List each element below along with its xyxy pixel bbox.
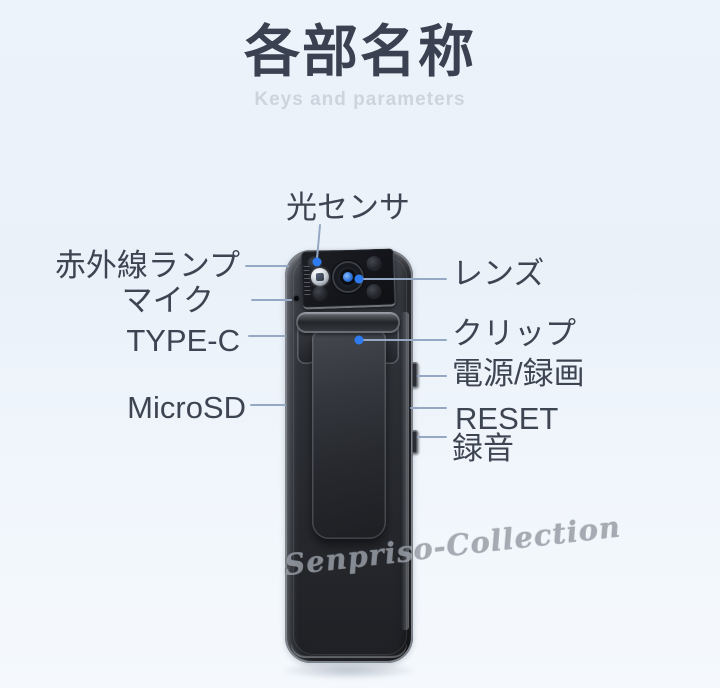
device-bottom-rim xyxy=(291,644,407,658)
label-audio-record: 録音 xyxy=(452,431,514,466)
microphone-hole xyxy=(294,296,299,301)
device-shadow xyxy=(282,662,416,679)
label-microphone: マイク xyxy=(121,283,214,318)
camera-lens xyxy=(331,260,365,294)
infrared-led xyxy=(366,255,382,272)
infrared-led xyxy=(312,285,328,302)
infrared-led xyxy=(366,283,382,300)
side-rail xyxy=(401,312,409,630)
label-lens: レンズ xyxy=(452,256,545,291)
label-micro-sd-slot: MicroSD xyxy=(127,390,246,425)
label-clip: クリップ xyxy=(452,316,576,351)
audio-record-button xyxy=(411,430,418,454)
camera-lens-ring xyxy=(337,266,359,288)
page-subtitle: Keys and parameters xyxy=(254,89,466,110)
power-record-button xyxy=(411,362,418,388)
camera-module xyxy=(301,248,396,310)
camera-lens-glint xyxy=(342,271,354,283)
label-power-record: 電源/録画 xyxy=(452,356,585,391)
label-light-sensor: 光センサ xyxy=(286,190,410,225)
label-type-c-port: TYPE-C xyxy=(126,323,240,358)
module-grill xyxy=(303,265,311,297)
clip-bar xyxy=(296,312,400,333)
label-reset: RESET xyxy=(455,401,559,436)
infrared-lamp xyxy=(310,267,330,287)
back-clip xyxy=(312,330,386,539)
label-infrared-lamp: 赤外線ランプ xyxy=(54,248,240,283)
page-title: 各部名称 xyxy=(244,20,476,83)
